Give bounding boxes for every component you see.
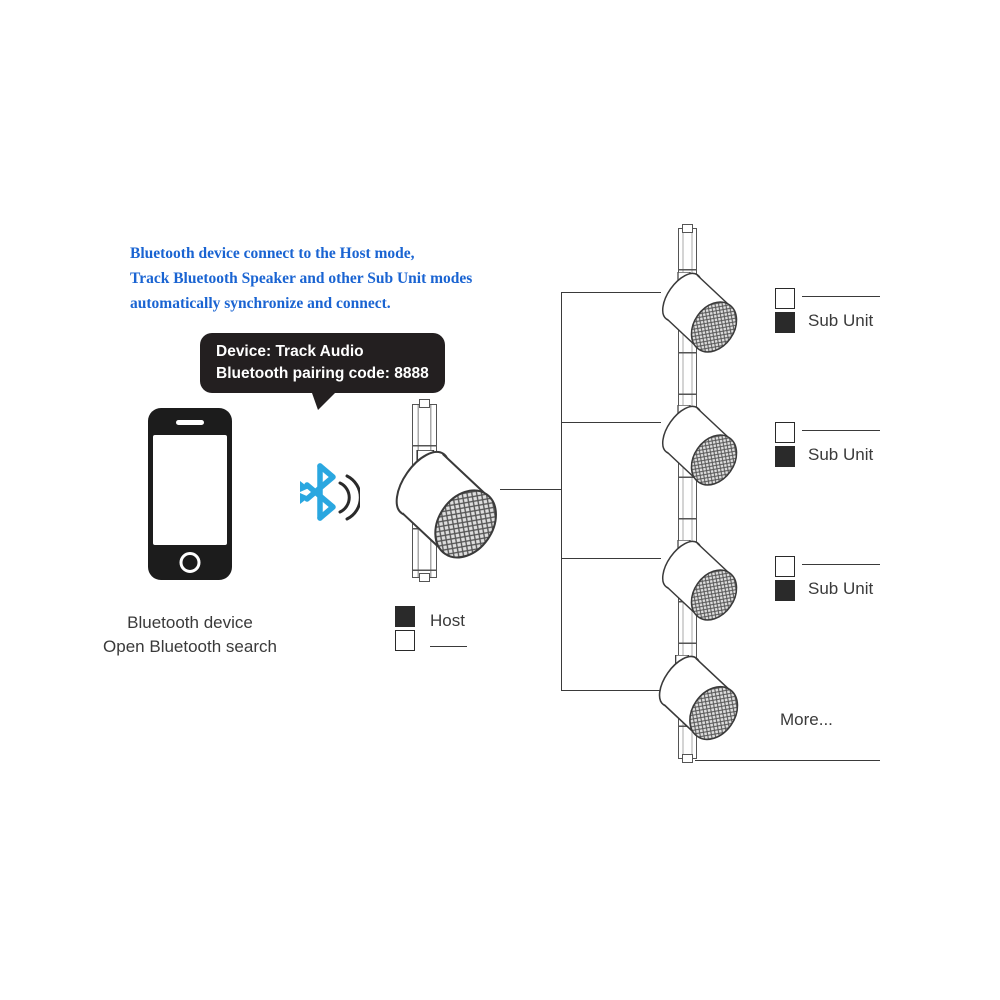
intro-note-line-3: automatically synchronize and connect. [130, 295, 391, 312]
sub-speaker-3-icon [652, 540, 752, 630]
bluetooth-wedges [300, 481, 309, 504]
phone-screen [153, 435, 227, 545]
host-track-cap-bottom [419, 573, 430, 582]
phone-home-button-icon [179, 552, 201, 573]
host-underline [430, 646, 467, 647]
more-label: More... [780, 710, 833, 729]
subunit-line-3 [802, 564, 880, 565]
subunit-line-1 [802, 296, 880, 297]
main-track-cap-top [682, 224, 693, 233]
intro-note: Bluetooth device connect to the Host mod… [130, 241, 472, 316]
host-track-cap-top [419, 399, 430, 408]
bluetooth-icon [300, 463, 360, 521]
connector-branch-2 [561, 422, 661, 423]
phone-caption: Bluetooth device Open Bluetooth search [70, 611, 310, 659]
connector-trunk-line [561, 292, 562, 691]
host-mode-icon [395, 606, 415, 654]
sub-speaker-1-icon [652, 272, 752, 362]
sub-unit-2-label: Sub Unit [808, 445, 874, 464]
tooltip-tail [312, 393, 335, 410]
sub-unit-1-label: Sub Unit [808, 311, 874, 330]
sound-waves-icon [338, 474, 360, 521]
intro-note-line-2: Track Bluetooth Speaker and other Sub Un… [130, 270, 473, 287]
bottom-line [695, 760, 880, 761]
main-track-rail [678, 228, 697, 759]
connector-branch-4 [561, 690, 661, 691]
connector-branch-1 [561, 292, 661, 293]
connector-branch-3 [561, 558, 661, 559]
host-speaker-icon [382, 450, 517, 571]
sub-speaker-2-icon [652, 405, 752, 495]
sub-unit-2-square-bottom [775, 446, 795, 467]
sub-unit-2-mode-icon [775, 422, 795, 470]
host-mode-square-bottom [395, 630, 415, 651]
sub-unit-3-label: Sub Unit [808, 579, 874, 598]
subunit-line-2 [802, 430, 880, 431]
phone-speaker-slot [176, 420, 204, 425]
sub-unit-3-square-bottom [775, 580, 795, 601]
tooltip-device-line: Device: Track Audio [216, 343, 364, 360]
host-label: Host [430, 611, 465, 630]
tooltip-code-line: Bluetooth pairing code: 8888 [216, 365, 429, 382]
intro-note-line-1: Bluetooth device connect to the Host mod… [130, 245, 415, 262]
connector-host-line [500, 489, 562, 490]
phone-caption-line-1: Bluetooth device [127, 613, 253, 632]
sub-unit-1-mode-icon [775, 288, 795, 336]
host-mode-square-top [395, 606, 415, 627]
sub-speaker-4-icon [648, 655, 754, 750]
pairing-tooltip: Device: Track Audio Bluetooth pairing co… [200, 333, 445, 410]
sub-unit-1-square-bottom [775, 312, 795, 333]
sub-unit-2-square-top [775, 422, 795, 443]
sub-unit-3-mode-icon [775, 556, 795, 604]
main-track-cap-bottom [682, 754, 693, 763]
phone-caption-line-2: Open Bluetooth search [103, 637, 277, 656]
smartphone-icon [148, 408, 232, 580]
sub-unit-1-square-top [775, 288, 795, 309]
sub-unit-3-square-top [775, 556, 795, 577]
